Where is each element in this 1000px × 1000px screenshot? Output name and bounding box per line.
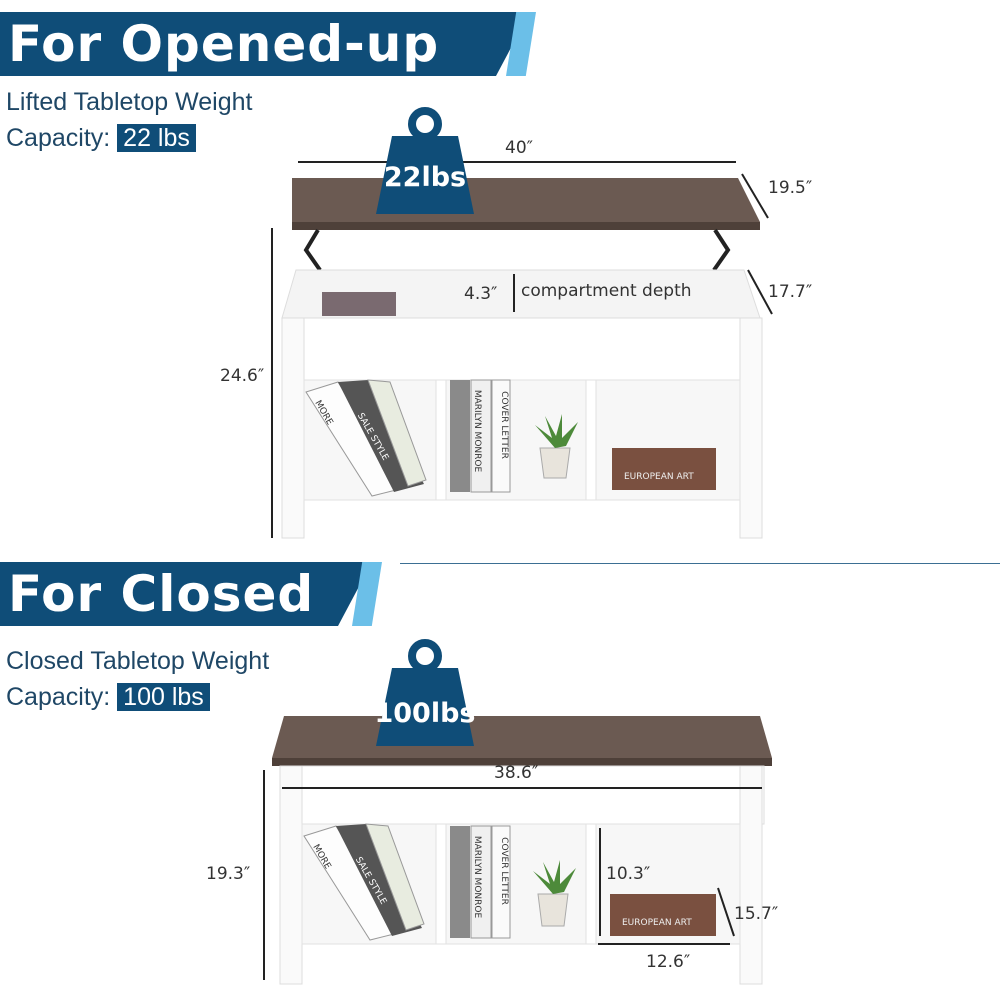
opened-book-european <box>612 448 716 490</box>
opened-book-marilyn <box>470 379 492 493</box>
closed-tabletop-edge <box>272 758 772 766</box>
opened-divider-2 <box>585 379 597 501</box>
opened-book-grey <box>450 380 470 492</box>
opened-hinge-right <box>712 228 731 272</box>
opened-weight-icon: 22lbs <box>374 106 476 216</box>
closed-leg-left <box>279 765 303 985</box>
closed-banner-title: For Closed <box>8 565 315 623</box>
opened-caption: Lifted Tabletop Weight Capacity: 22 lbs <box>6 84 252 156</box>
opened-inner-depth-label: 17.7″ <box>768 282 813 302</box>
opened-banner-title: For Opened-up <box>8 15 440 73</box>
closed-book-european <box>610 894 716 936</box>
opened-compartment-label: compartment depth <box>521 281 692 301</box>
closed-width-label: 38.6″ <box>494 763 539 783</box>
opened-dimension-lines <box>271 161 773 538</box>
opened-capacity-value: 22 lbs <box>117 124 196 152</box>
opened-tabletop-edge <box>292 222 760 230</box>
opened-divider-1 <box>435 379 447 501</box>
closed-capacity-value: 100 lbs <box>117 683 210 711</box>
opened-book-european-text: EUROPEAN ART <box>624 472 694 482</box>
opened-weight-shape <box>376 107 474 214</box>
closed-divider-1 <box>435 823 447 945</box>
closed-weight-shape <box>376 639 474 746</box>
closed-caption-line2: Capacity: 100 lbs <box>6 679 269 715</box>
opened-banner-bar <box>0 12 530 76</box>
opened-caption-line1: Lifted Tabletop Weight <box>6 88 253 116</box>
opened-plant-leaves <box>535 414 578 448</box>
closed-height-label: 19.3″ <box>206 864 251 884</box>
closed-weight-icon: 100lbs <box>374 638 476 748</box>
closed-book-marilyn <box>470 825 492 939</box>
closed-banner-bar <box>0 562 372 626</box>
opened-book-leaf <box>367 379 427 487</box>
closed-weight-label: 100lbs <box>374 698 476 729</box>
opened-plant-pot <box>539 447 571 479</box>
closed-shelf-depth-label: 15.7″ <box>734 904 779 924</box>
opened-width-label: 40″ <box>505 138 533 158</box>
closed-plant-leaves <box>533 860 576 894</box>
opened-height-label: 24.6″ <box>220 366 265 386</box>
closed-book-cover-text: COVER LETTER <box>498 837 509 905</box>
opened-depth-label: 19.5″ <box>768 178 813 198</box>
closed-book-cover <box>491 825 511 939</box>
closed-tabletop <box>272 716 772 758</box>
closed-caption-line1: Closed Tabletop Weight <box>6 647 270 675</box>
section-divider <box>400 563 1000 564</box>
opened-hinge-left <box>303 228 322 272</box>
opened-capacity-prefix: Capacity: <box>6 124 118 152</box>
opened-weight-label: 22lbs <box>383 162 467 193</box>
closed-caption: Closed Tabletop Weight Capacity: 100 lbs <box>6 643 269 715</box>
opened-book-cover <box>491 379 511 493</box>
opened-banner: For Opened-up <box>0 12 560 76</box>
closed-shelf-height-label: 10.3″ <box>606 864 651 884</box>
closed-leg-right <box>739 765 763 985</box>
closed-capacity-prefix: Capacity: <box>6 683 118 711</box>
closed-plant-pot <box>537 893 569 927</box>
closed-banner: For Closed <box>0 562 420 626</box>
closed-book-leaf <box>365 823 425 931</box>
opened-caption-line2: Capacity: 22 lbs <box>6 120 252 156</box>
closed-dimension-lines <box>263 770 762 980</box>
opened-compartment-book <box>322 292 396 316</box>
closed-divider-2 <box>585 823 597 945</box>
opened-body-front <box>281 317 763 381</box>
opened-book-cover-text: COVER LETTER <box>498 391 509 459</box>
opened-book-marilyn-text: MARILYN MONROE <box>472 389 483 473</box>
closed-shelf-width-label: 12.6″ <box>646 952 691 972</box>
closed-book-marilyn-text: MARILYN MONROE <box>472 835 483 919</box>
opened-compartment-value: 4.3″ <box>464 284 498 304</box>
closed-book-european-text: EUROPEAN ART <box>622 918 692 928</box>
closed-body-front <box>279 765 765 825</box>
closed-book-grey <box>450 826 470 938</box>
